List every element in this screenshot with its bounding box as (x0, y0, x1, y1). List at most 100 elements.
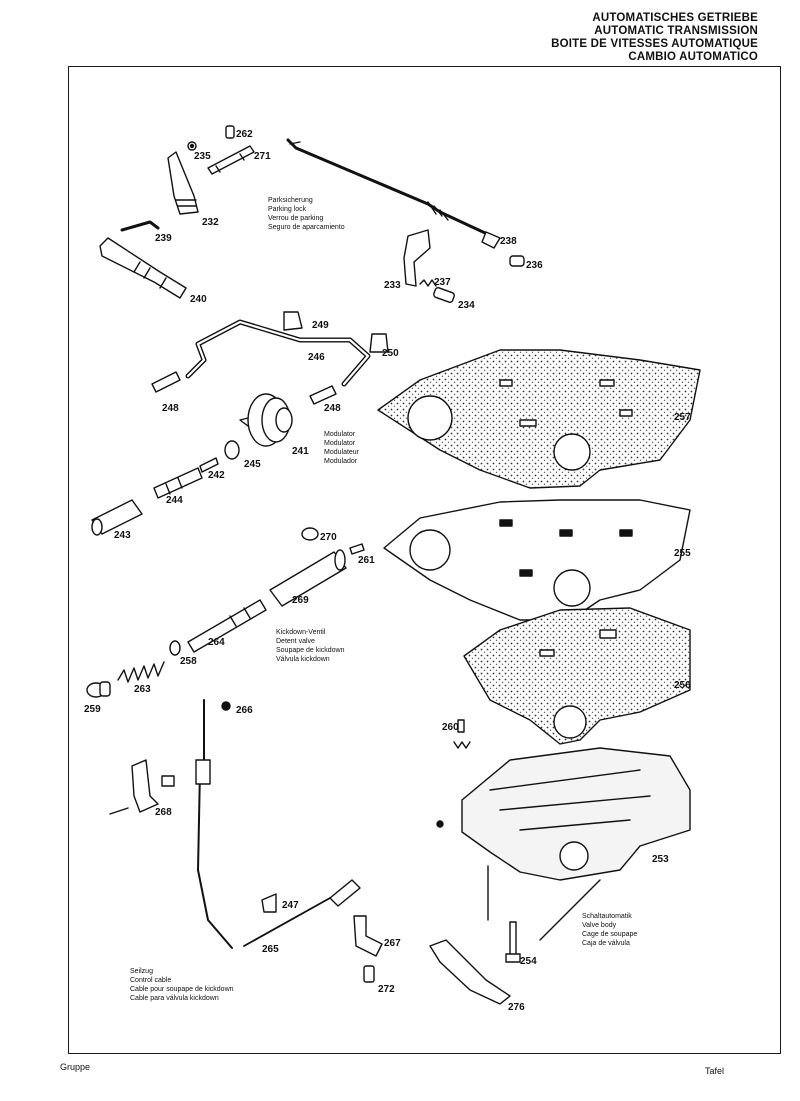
part-248-pipe-sleeve-a (151, 371, 181, 393)
label-246: 246 (308, 352, 325, 363)
caption-cable-en: Control cable (130, 977, 171, 984)
part-239-rod (120, 220, 160, 232)
label-236: 236 (526, 260, 543, 271)
part-268-bracket (109, 759, 175, 815)
part-248-pipe-sleeve-b (309, 385, 337, 405)
caption-kickdown-de: Kickdown-Ventil (276, 629, 326, 636)
label-272: 272 (378, 984, 395, 995)
part-235-nut (187, 141, 197, 151)
label-256: 256 (674, 680, 691, 691)
part-241-modulator (239, 393, 293, 447)
part-249-clip (283, 311, 303, 331)
footer-tafel: Tafel (705, 1066, 725, 1076)
label-271: 271 (254, 151, 271, 162)
small-ball (436, 820, 444, 828)
label-260: 260 (442, 722, 459, 733)
caption-cable-es: Cable para válvula kickdown (130, 995, 219, 1002)
label-250: 250 (382, 348, 399, 359)
caption-valve-body-es: Caja de válvula (582, 940, 630, 947)
label-238: 238 (500, 236, 517, 247)
caption-kickdown-fr: Soupape de kickdown (276, 647, 345, 654)
label-263: 263 (134, 684, 151, 695)
part-257-gasket (377, 349, 701, 489)
label-240: 240 (190, 294, 207, 305)
part-236-bush (509, 255, 525, 267)
caption-modulator-es: Modulador (324, 458, 358, 465)
part-276-strainer (429, 939, 511, 1005)
part-250-clip (369, 333, 389, 353)
part-271-shaft (207, 145, 255, 175)
label-248-a: 248 (162, 403, 179, 414)
part-234-pin (433, 287, 455, 303)
label-244: 244 (166, 495, 183, 506)
caption-valve-body-fr: Cage de soupape (582, 931, 637, 938)
part-246-pipe (185, 319, 371, 387)
label-241: 241 (292, 446, 309, 457)
label-276: 276 (508, 1002, 525, 1013)
caption-parking-en: Parking lock (268, 206, 307, 213)
label-255: 255 (674, 548, 691, 559)
title-es: CAMBIO AUTOMATICO (628, 51, 758, 63)
caption-parking-fr: Verrou de parking (268, 215, 323, 222)
label-234: 234 (458, 300, 475, 311)
caption-parking-de: Parksicherung (268, 197, 313, 204)
diagram-frame (68, 66, 781, 1054)
part-255-gasket (383, 499, 691, 621)
label-258: 258 (180, 656, 197, 667)
part-242-pin (199, 457, 219, 473)
label-248-b: 248 (324, 403, 341, 414)
part-263-spring (117, 661, 165, 683)
label-265: 265 (262, 944, 279, 955)
part-247-clip (261, 893, 277, 913)
part-269-sleeve (269, 549, 347, 607)
label-235: 235 (194, 151, 211, 162)
caption-modulator-en: Modulator (324, 440, 356, 447)
footer-gruppe: Gruppe (60, 1062, 91, 1072)
label-268: 268 (155, 807, 172, 818)
label-266: 266 (236, 705, 253, 716)
part-238-parking-rod (286, 138, 501, 249)
part-260-pin (453, 719, 471, 749)
part-265-cable (195, 699, 361, 949)
part-267-bracket (353, 915, 383, 957)
part-254-bolt (505, 921, 521, 963)
label-237: 237 (434, 277, 451, 288)
part-266-clip (221, 701, 231, 711)
label-243: 243 (114, 530, 131, 541)
label-245: 245 (244, 459, 261, 470)
part-272-screw (363, 965, 375, 983)
caption-kickdown-en: Detent valve (276, 638, 315, 645)
part-256-gasket (463, 607, 691, 745)
part-259-plug (86, 681, 111, 698)
label-253: 253 (652, 854, 669, 865)
part-244-valve (153, 467, 203, 499)
caption-cable-fr: Cable pour soupape de kickdown (130, 986, 234, 993)
label-257: 257 (674, 412, 691, 423)
part-253-valve-body (461, 747, 691, 941)
label-233: 233 (384, 280, 401, 291)
caption-valve-body-en: Valve body (582, 922, 617, 929)
title-fr: BOITE DE VITESSES AUTOMATIQUE (551, 38, 758, 50)
label-270: 270 (320, 532, 337, 543)
part-258-washer (169, 640, 181, 656)
label-267: 267 (384, 938, 401, 949)
part-237-spring (419, 279, 437, 287)
title-de: AUTOMATISCHES GETRIEBE (592, 12, 758, 24)
title-en: AUTOMATIC TRANSMISSION (594, 25, 758, 37)
label-261: 261 (358, 555, 375, 566)
label-239: 239 (155, 233, 172, 244)
part-232-lever (167, 151, 199, 215)
caption-kickdown-es: Válvula kickdown (276, 656, 330, 663)
part-264-valve (187, 599, 267, 653)
caption-modulator-fr: Modulateur (324, 449, 360, 456)
part-233-pawl (403, 229, 431, 287)
part-261-screw (349, 543, 365, 555)
part-240-valve (99, 237, 187, 299)
label-232: 232 (202, 217, 219, 228)
part-262-pin (225, 125, 235, 139)
label-264: 264 (208, 637, 225, 648)
label-262: 262 (236, 129, 253, 140)
label-269: 269 (292, 595, 309, 606)
caption-parking-es: Seguro de aparcamiento (268, 224, 345, 231)
